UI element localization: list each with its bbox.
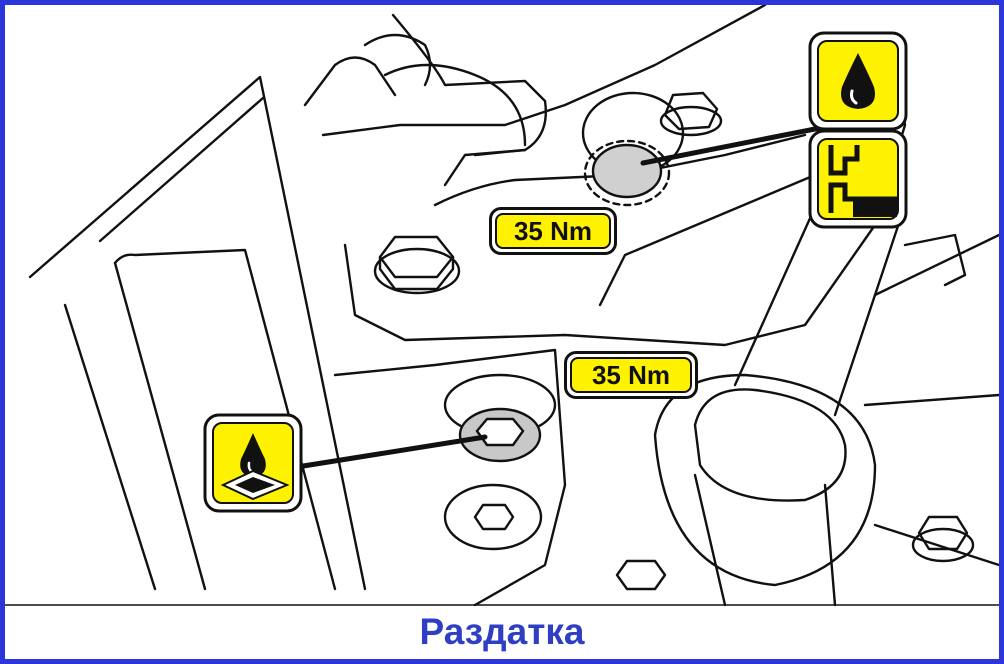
mount-bevel [443, 148, 527, 187]
bottom-hex-bolt [615, 559, 667, 591]
left-panel-inner [98, 96, 265, 243]
sensor-plug [591, 143, 663, 199]
sealant-flange-icon [808, 129, 908, 229]
leader-line-left [294, 434, 488, 470]
shaft-collar-outer [653, 373, 877, 587]
sensor-seal-dashed [583, 139, 671, 207]
lower-boss [333, 348, 567, 607]
right-hex-bolt [911, 515, 975, 563]
mount-plate-edge [598, 173, 817, 307]
left-lower-panel [113, 248, 337, 591]
drain-plug-hex [475, 417, 525, 447]
oil-drop-on-pad-icon [203, 413, 303, 513]
top-housing-arc [383, 63, 527, 147]
transfer-case-drawing [5, 5, 999, 607]
torque-label-lower-text: 35 Nm [570, 357, 692, 393]
lower-plug-hex [473, 503, 515, 531]
torque-label-upper-text: 35 Nm [495, 213, 611, 249]
right-bracket [903, 233, 967, 287]
caption: Раздатка [419, 611, 585, 652]
mount-plate [321, 5, 767, 137]
lower-plug-boss [443, 483, 543, 551]
oil-drop-icon [808, 31, 908, 131]
top-housing [391, 13, 547, 157]
top-left-cylinder [303, 56, 397, 107]
torque-label-lower: 35 Nm [564, 351, 698, 399]
mount-plate-ridge [433, 133, 807, 207]
left-edge [63, 303, 157, 591]
shaft-lower [693, 473, 837, 607]
left-panel-outline [28, 75, 367, 591]
right-housing [863, 233, 999, 567]
leader-line-oil [640, 124, 828, 166]
torque-label-upper: 35 Nm [489, 207, 617, 255]
top-left-ring [363, 33, 432, 87]
shaft-collar [693, 388, 847, 502]
top-hex-bolt [659, 91, 723, 137]
upper-hex-bolt [373, 235, 461, 295]
left-lower-panel-edge [113, 261, 207, 591]
